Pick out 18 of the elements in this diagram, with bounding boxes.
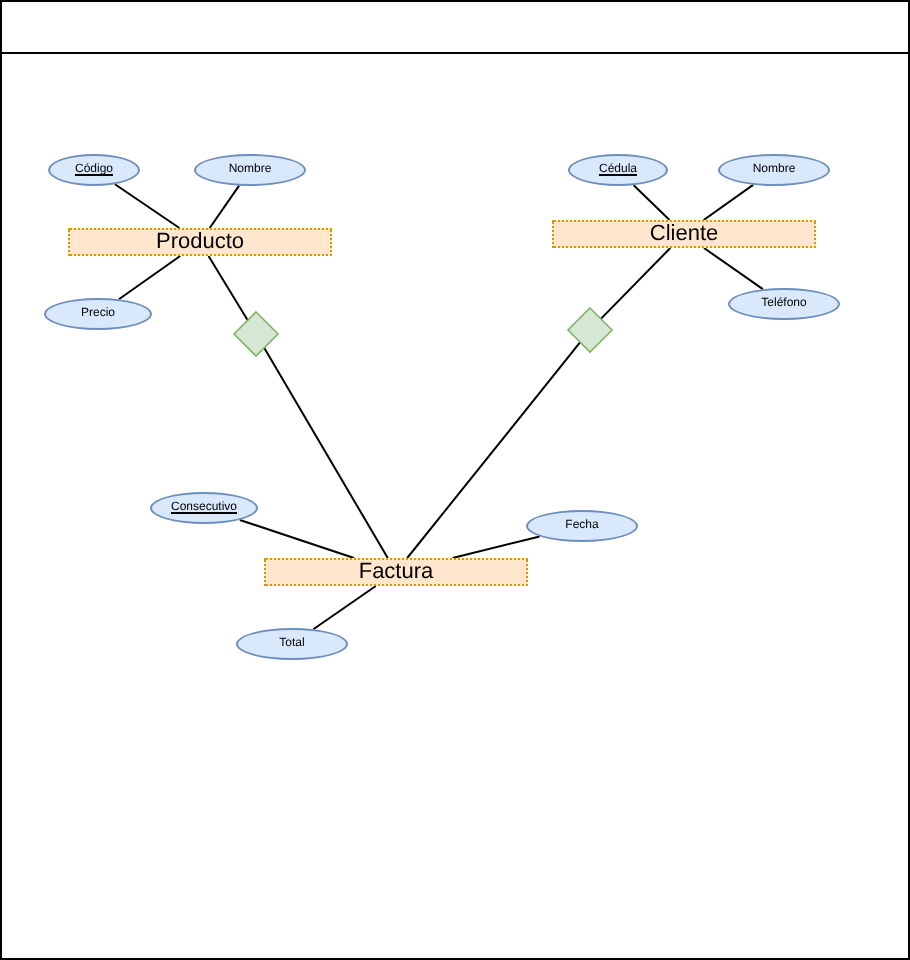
connector-line xyxy=(599,247,672,320)
connector-line xyxy=(238,518,355,559)
relationship-diamond xyxy=(234,312,278,356)
connector-line xyxy=(702,183,755,221)
connector-line xyxy=(312,585,377,631)
connector-line xyxy=(703,247,764,291)
connector-line xyxy=(207,255,249,322)
entity-box: Cliente xyxy=(552,220,816,248)
connector-line xyxy=(263,346,389,559)
entity-box: Producto xyxy=(68,228,332,256)
connector-line xyxy=(117,255,182,301)
connector-line xyxy=(113,183,181,229)
relationship-diamond xyxy=(568,308,612,352)
connector-line xyxy=(632,184,671,221)
connector-line xyxy=(406,341,582,559)
entity-box: Factura xyxy=(264,558,528,586)
connector-line xyxy=(208,184,241,229)
connector-line xyxy=(451,535,541,559)
